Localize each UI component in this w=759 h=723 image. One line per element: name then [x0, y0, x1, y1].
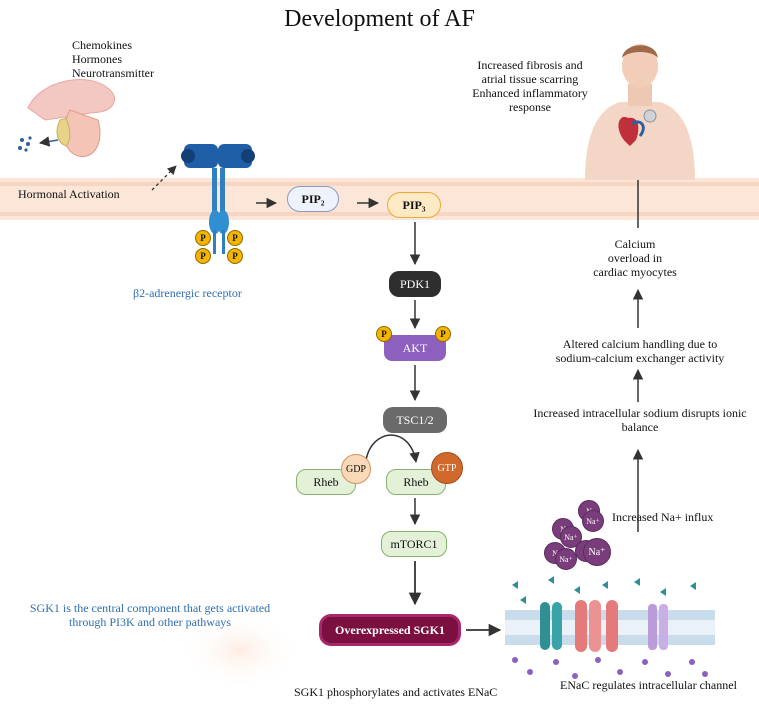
- calcium-overload-line1: Calcium: [614, 237, 656, 251]
- phospho-dot: P: [435, 326, 451, 342]
- pip2-node: PIP₂: [287, 186, 339, 212]
- outcome-line3: Enhanced inflammatory: [472, 86, 588, 100]
- enac-label: ENaC regulates intracellular channel: [560, 678, 737, 692]
- phospho-dot: P: [227, 248, 243, 264]
- sgk1-glow: [180, 610, 300, 690]
- sodium-ion: Na⁺: [560, 526, 582, 548]
- sodium-ion: Na⁺: [583, 538, 611, 566]
- enac-membrane: [505, 576, 715, 679]
- sgk1-note-line2: through PI3K and other pathways: [69, 615, 231, 629]
- calcium-handling-line1: Altered calcium handling due to: [562, 337, 718, 351]
- tsc-node: TSC1/2: [383, 407, 447, 433]
- signal-chemokines: Chemokines: [72, 38, 132, 52]
- gland-illustration: [18, 79, 115, 157]
- phospho-dot: P: [195, 248, 211, 264]
- calcium-overload-line3: cardiac myocytes: [593, 265, 677, 279]
- outcome-line4: response: [509, 100, 551, 114]
- beta2-receptor: [181, 144, 255, 254]
- signal-hormones: Hormones: [72, 52, 122, 66]
- human-torso: [585, 44, 695, 180]
- sgk1-note-line1: SGK1 is the central component that gets …: [29, 601, 271, 615]
- sgk1-node: Overexpressed SGK1: [319, 614, 461, 646]
- calcium-handling-line2: sodium-calcium exchanger activity: [555, 351, 725, 365]
- sgk1-phosphorylates-label: SGK1 phosphorylates and activates ENaC: [294, 685, 498, 699]
- phospho-dot: P: [195, 230, 211, 246]
- outcome-line1: Increased fibrosis and: [477, 58, 583, 72]
- arrow-rheb-cycle: [365, 434, 420, 464]
- sodium-step-line1: Increased intracellular sodium disrupts …: [533, 406, 747, 420]
- gtp-badge: GTP: [431, 452, 463, 484]
- outcome-line2: atrial tissue scarring: [481, 72, 579, 86]
- cell-membrane: [0, 178, 759, 220]
- sodium-ion: Na⁺: [555, 548, 577, 570]
- sodium-step-line2: balance: [621, 420, 659, 434]
- signal-neurotransmitter: Neurotransmitter: [72, 66, 154, 80]
- phospho-dot: P: [227, 230, 243, 246]
- akt-node: AKT: [384, 335, 446, 361]
- gdp-badge: GDP: [341, 454, 371, 484]
- receptor-label: β2-adrenergic receptor: [133, 286, 242, 300]
- hormonal-activation-label: Hormonal Activation: [18, 187, 120, 201]
- pdk1-node: PDK1: [389, 271, 441, 297]
- sodium-ion: Na⁺: [582, 510, 604, 532]
- diagram-title: Development of AF: [284, 6, 475, 32]
- phospho-dot: P: [376, 326, 392, 342]
- pip3-node: PIP₃: [387, 192, 441, 218]
- calcium-overload-line2: overload in: [607, 251, 663, 265]
- mtorc1-node: mTORC1: [381, 531, 447, 557]
- na-influx-label: Increased Na+ influx: [612, 510, 714, 524]
